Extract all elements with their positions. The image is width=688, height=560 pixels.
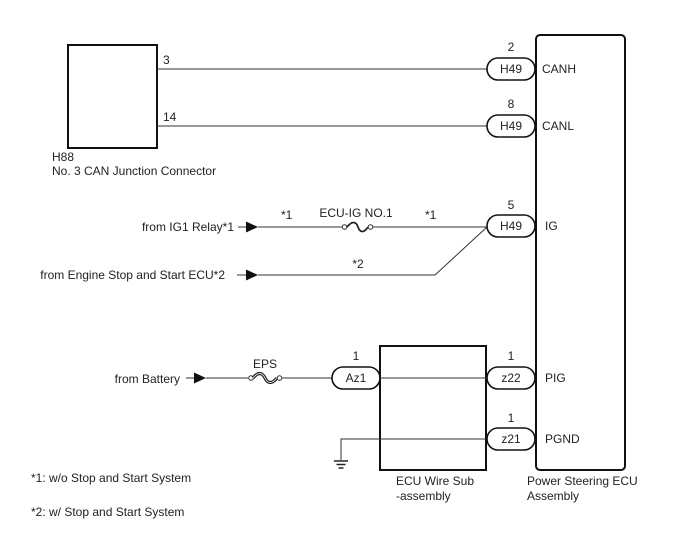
h88-name: No. 3 CAN Junction Connector [52,164,216,178]
h88-pin-14: 14 [163,110,177,124]
ecu-wire-sub-assembly-box [379,345,487,471]
ground-icon [334,460,348,469]
pgnd-signal: PGND [545,432,580,446]
pig-signal: PIG [545,371,566,385]
canl-signal: CANL [542,119,574,133]
canh-connector [486,57,536,81]
canl-connector [486,114,536,138]
eps-fuse-icon-highlight [252,373,278,383]
ig1-arrow-icon [246,221,258,233]
pgnd-pin-number: 1 [508,411,515,425]
eps-fuse-terminal-right [276,375,283,381]
ig-pin-number: 5 [508,198,515,212]
ecu-ig-fuse-terminal-left [341,224,348,230]
pig-connector-code: z22 [501,371,521,385]
az1-pin-number: 1 [353,349,360,363]
engine-arrow-icon [246,269,258,281]
pig-pin-number: 1 [508,349,515,363]
ig-connector-code: H49 [500,219,522,233]
ig1-wire-mark-left: *1 [281,208,293,222]
pgnd-connector [486,427,536,451]
power-steering-ecu-box [535,34,626,471]
ps-ecu-name-line2: Assembly [527,489,579,503]
canh-signal: CANH [542,62,576,76]
eps-fuse-label: EPS [253,357,277,371]
can-junction-connector-box [67,44,158,149]
canl-connector-code: H49 [500,119,522,133]
ig-connector [486,214,536,238]
pig-connector [486,366,536,390]
h88-pin-3: 3 [163,53,170,67]
battery-source-label: from Battery [115,372,180,386]
ecu-wire-sub-name-line2: -assembly [396,489,451,503]
ig-signal: IG [545,219,558,233]
ig1-wire-mark-right: *1 [425,208,437,222]
battery-arrow-icon [194,372,206,384]
engine-wire-mark: *2 [352,257,364,271]
engine-ecu-wire [258,226,488,276]
az1-connector-code: Az1 [346,371,367,385]
canh-pin-number: 2 [508,40,515,54]
footnote-2: *2: w/ Stop and Start System [31,505,184,519]
ecu-ig-fuse-icon [346,221,369,233]
ig1-relay-source-label: from IG1 Relay*1 [142,220,234,234]
ps-ecu-name-line1: Power Steering ECU [527,474,638,488]
h88-code: H88 [52,150,74,164]
ecu-ig-fuse-label: ECU-IG NO.1 [319,206,393,220]
engine-ecu-source-label: from Engine Stop and Start ECU*2 [40,268,225,282]
canh-connector-code: H49 [500,62,522,76]
pgnd-wire [340,438,487,460]
pgnd-connector-code: z21 [501,432,521,446]
ecu-wire-sub-name-line1: ECU Wire Sub [396,474,474,488]
canl-pin-number: 8 [508,97,515,111]
ecu-ig-fuse-terminal-right [367,224,374,230]
footnote-1: *1: w/o Stop and Start System [31,471,191,485]
